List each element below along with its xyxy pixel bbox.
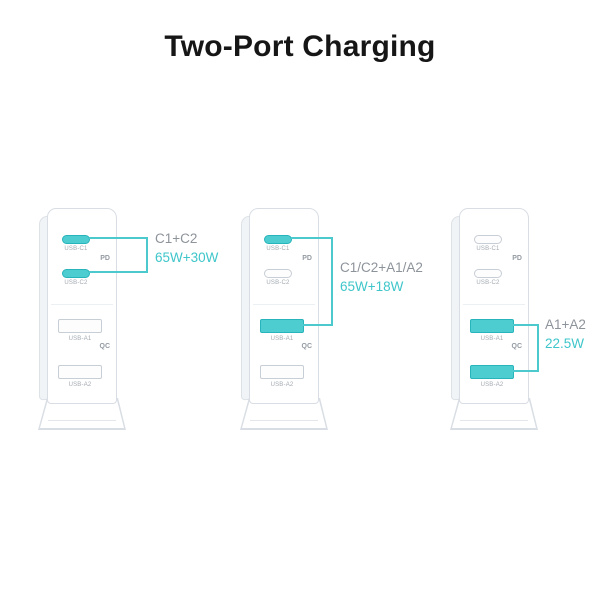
usb-c2-label: USB-C2 — [266, 280, 290, 286]
usb-a2-label: USB-A2 — [68, 382, 92, 388]
usb-a1-port — [470, 319, 514, 333]
stand-fold-line — [250, 419, 318, 421]
callout-line — [303, 324, 332, 326]
callout-charger-1: C1+C2 65W+30W — [155, 229, 218, 267]
usb-c1-label: USB-C1 — [266, 246, 290, 252]
pd-badge: PD — [512, 255, 522, 262]
usb-a2-port — [58, 365, 102, 379]
charger-1: USB-C1 PD USB-C2 USB-A1 QC USB-A2 — [38, 200, 128, 436]
usb-c2-port — [264, 269, 292, 278]
usb-a1-port — [58, 319, 102, 333]
usb-c2-label: USB-C2 — [476, 280, 500, 286]
usb-a1-label: USB-A1 — [270, 336, 294, 342]
port-combo-label: C1+C2 — [155, 231, 198, 246]
power-output-label: 65W+30W — [155, 250, 219, 265]
charger-2: USB-C1 PD USB-C2 USB-A1 QC USB-A2 — [240, 200, 330, 436]
qc-badge: QC — [99, 343, 111, 350]
callout-line — [513, 370, 538, 372]
callout-line — [291, 237, 332, 239]
callout-line — [513, 324, 538, 326]
usb-c1-port — [62, 235, 90, 244]
pd-badge: PD — [100, 255, 110, 262]
stand-fold-line — [460, 419, 528, 421]
usb-a2-label: USB-A2 — [480, 382, 504, 388]
port-combo-label: C1/C2+A1/A2 — [340, 260, 423, 275]
qc-badge: QC — [301, 343, 313, 350]
usb-a1-port — [260, 319, 304, 333]
pd-badge: PD — [302, 255, 312, 262]
power-output-label: 65W+18W — [340, 279, 404, 294]
power-output-label: 22.5W — [545, 336, 585, 351]
usb-a2-port — [470, 365, 514, 379]
usb-a2-label: USB-A2 — [270, 382, 294, 388]
usb-a1-label: USB-A1 — [68, 336, 92, 342]
qc-badge: QC — [511, 343, 523, 350]
charger-body: USB-C1 PD USB-C2 USB-A1 QC USB-A2 — [459, 208, 529, 404]
section-divider — [51, 304, 113, 305]
stand-fold-line — [48, 419, 116, 421]
callout-line — [89, 237, 147, 239]
usb-c1-port — [264, 235, 292, 244]
callout-line — [89, 271, 147, 273]
usb-c2-label: USB-C2 — [64, 280, 88, 286]
usb-c2-port — [474, 269, 502, 278]
page-title: Two-Port Charging — [164, 30, 436, 63]
section-divider — [463, 304, 525, 305]
section-divider — [253, 304, 315, 305]
callout-line — [146, 237, 148, 273]
callout-charger-2: C1/C2+A1/A2 65W+18W — [340, 258, 423, 296]
usb-c1-port — [474, 235, 502, 244]
callout-line — [537, 324, 539, 372]
charger-3: USB-C1 PD USB-C2 USB-A1 QC USB-A2 — [450, 200, 540, 436]
callout-charger-3: A1+A2 22.5W — [545, 315, 586, 353]
usb-c1-label: USB-C1 — [64, 246, 88, 252]
callout-line — [331, 237, 333, 326]
usb-a1-label: USB-A1 — [480, 336, 504, 342]
charger-body: USB-C1 PD USB-C2 USB-A1 QC USB-A2 — [249, 208, 319, 404]
usb-c2-port — [62, 269, 90, 278]
port-combo-label: A1+A2 — [545, 317, 586, 332]
charger-body: USB-C1 PD USB-C2 USB-A1 QC USB-A2 — [47, 208, 117, 404]
usb-a2-port — [260, 365, 304, 379]
usb-c1-label: USB-C1 — [476, 246, 500, 252]
